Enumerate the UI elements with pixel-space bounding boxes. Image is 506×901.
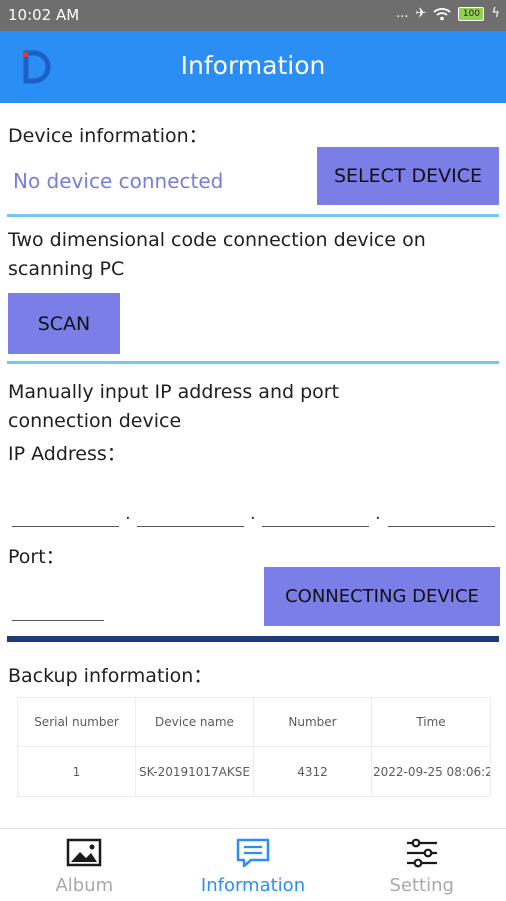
ip-octet-3-input[interactable] <box>262 500 369 527</box>
bottom-nav: Album Information Setting <box>0 828 506 901</box>
section-divider-2 <box>7 361 499 364</box>
manual-description-line1: Manually input IP address and port <box>8 381 340 403</box>
backup-table: Serial number Device name Number Time 1 … <box>17 697 491 797</box>
ip-address-label: IP Address： <box>8 443 126 465</box>
scan-description-line2: scanning PC <box>8 258 125 280</box>
status-bar: 10:02 AM ... ✈ 100 ϟ <box>0 0 506 31</box>
table-cell: 1 <box>17 746 136 797</box>
section-divider-1 <box>7 214 499 217</box>
sliders-icon <box>406 838 437 868</box>
nav-item-setting[interactable]: Setting <box>337 829 506 901</box>
image-icon <box>67 838 102 867</box>
column-header: Device name <box>135 697 254 747</box>
ip-separator: . <box>375 503 381 524</box>
wifi-icon <box>433 7 452 20</box>
app-bar: Information <box>0 31 506 103</box>
port-label: Port： <box>8 546 65 568</box>
table-cell: 4312 <box>253 746 372 797</box>
nav-item-information[interactable]: Information <box>169 829 338 901</box>
table-cell: SK-20191017AKSE <box>135 746 254 797</box>
select-device-button[interactable]: SELECT DEVICE <box>317 147 499 205</box>
manual-description-line2: connection device <box>8 410 182 432</box>
app-logo-icon <box>23 50 51 84</box>
device-status-text: No device connected <box>13 169 224 193</box>
ip-separator: . <box>250 503 256 524</box>
status-time: 10:02 AM <box>8 6 80 24</box>
signal-dots-icon: ... <box>396 6 409 21</box>
section-divider-3 <box>7 636 499 642</box>
nav-label-setting: Setting <box>389 875 454 896</box>
page-title: Information <box>180 51 326 80</box>
column-header: Serial number <box>17 697 136 747</box>
ip-octet-1-input[interactable] <box>12 500 119 527</box>
charging-icon: ϟ <box>491 6 500 21</box>
port-input[interactable] <box>12 594 104 621</box>
ip-octet-4-input[interactable] <box>388 500 495 527</box>
column-header: Time <box>371 697 491 747</box>
table-row[interactable]: 1 SK-20191017AKSE 4312 2022-09-25 08:06:… <box>17 746 491 797</box>
ip-octet-2-input[interactable] <box>137 500 244 527</box>
nav-label-information: Information <box>200 875 306 896</box>
scan-description-line1: Two dimensional code connection device o… <box>8 229 426 251</box>
airplane-mode-icon: ✈ <box>415 6 427 21</box>
message-icon <box>236 838 270 868</box>
scan-button[interactable]: SCAN <box>8 293 120 354</box>
backup-info-label: Backup information： <box>8 665 213 687</box>
column-header: Number <box>253 697 372 747</box>
nav-item-album[interactable]: Album <box>0 829 169 901</box>
battery-icon: 100 <box>458 6 485 21</box>
table-cell: 2022-09-25 08:06:2 <box>371 746 491 797</box>
device-info-label: Device information： <box>8 125 208 147</box>
ip-separator: . <box>125 503 131 524</box>
table-header-row: Serial number Device name Number Time <box>17 697 491 747</box>
connecting-device-button[interactable]: CONNECTING DEVICE <box>264 567 500 626</box>
status-icons: ... ✈ 100 ϟ <box>396 6 500 21</box>
nav-label-album: Album <box>55 875 114 896</box>
